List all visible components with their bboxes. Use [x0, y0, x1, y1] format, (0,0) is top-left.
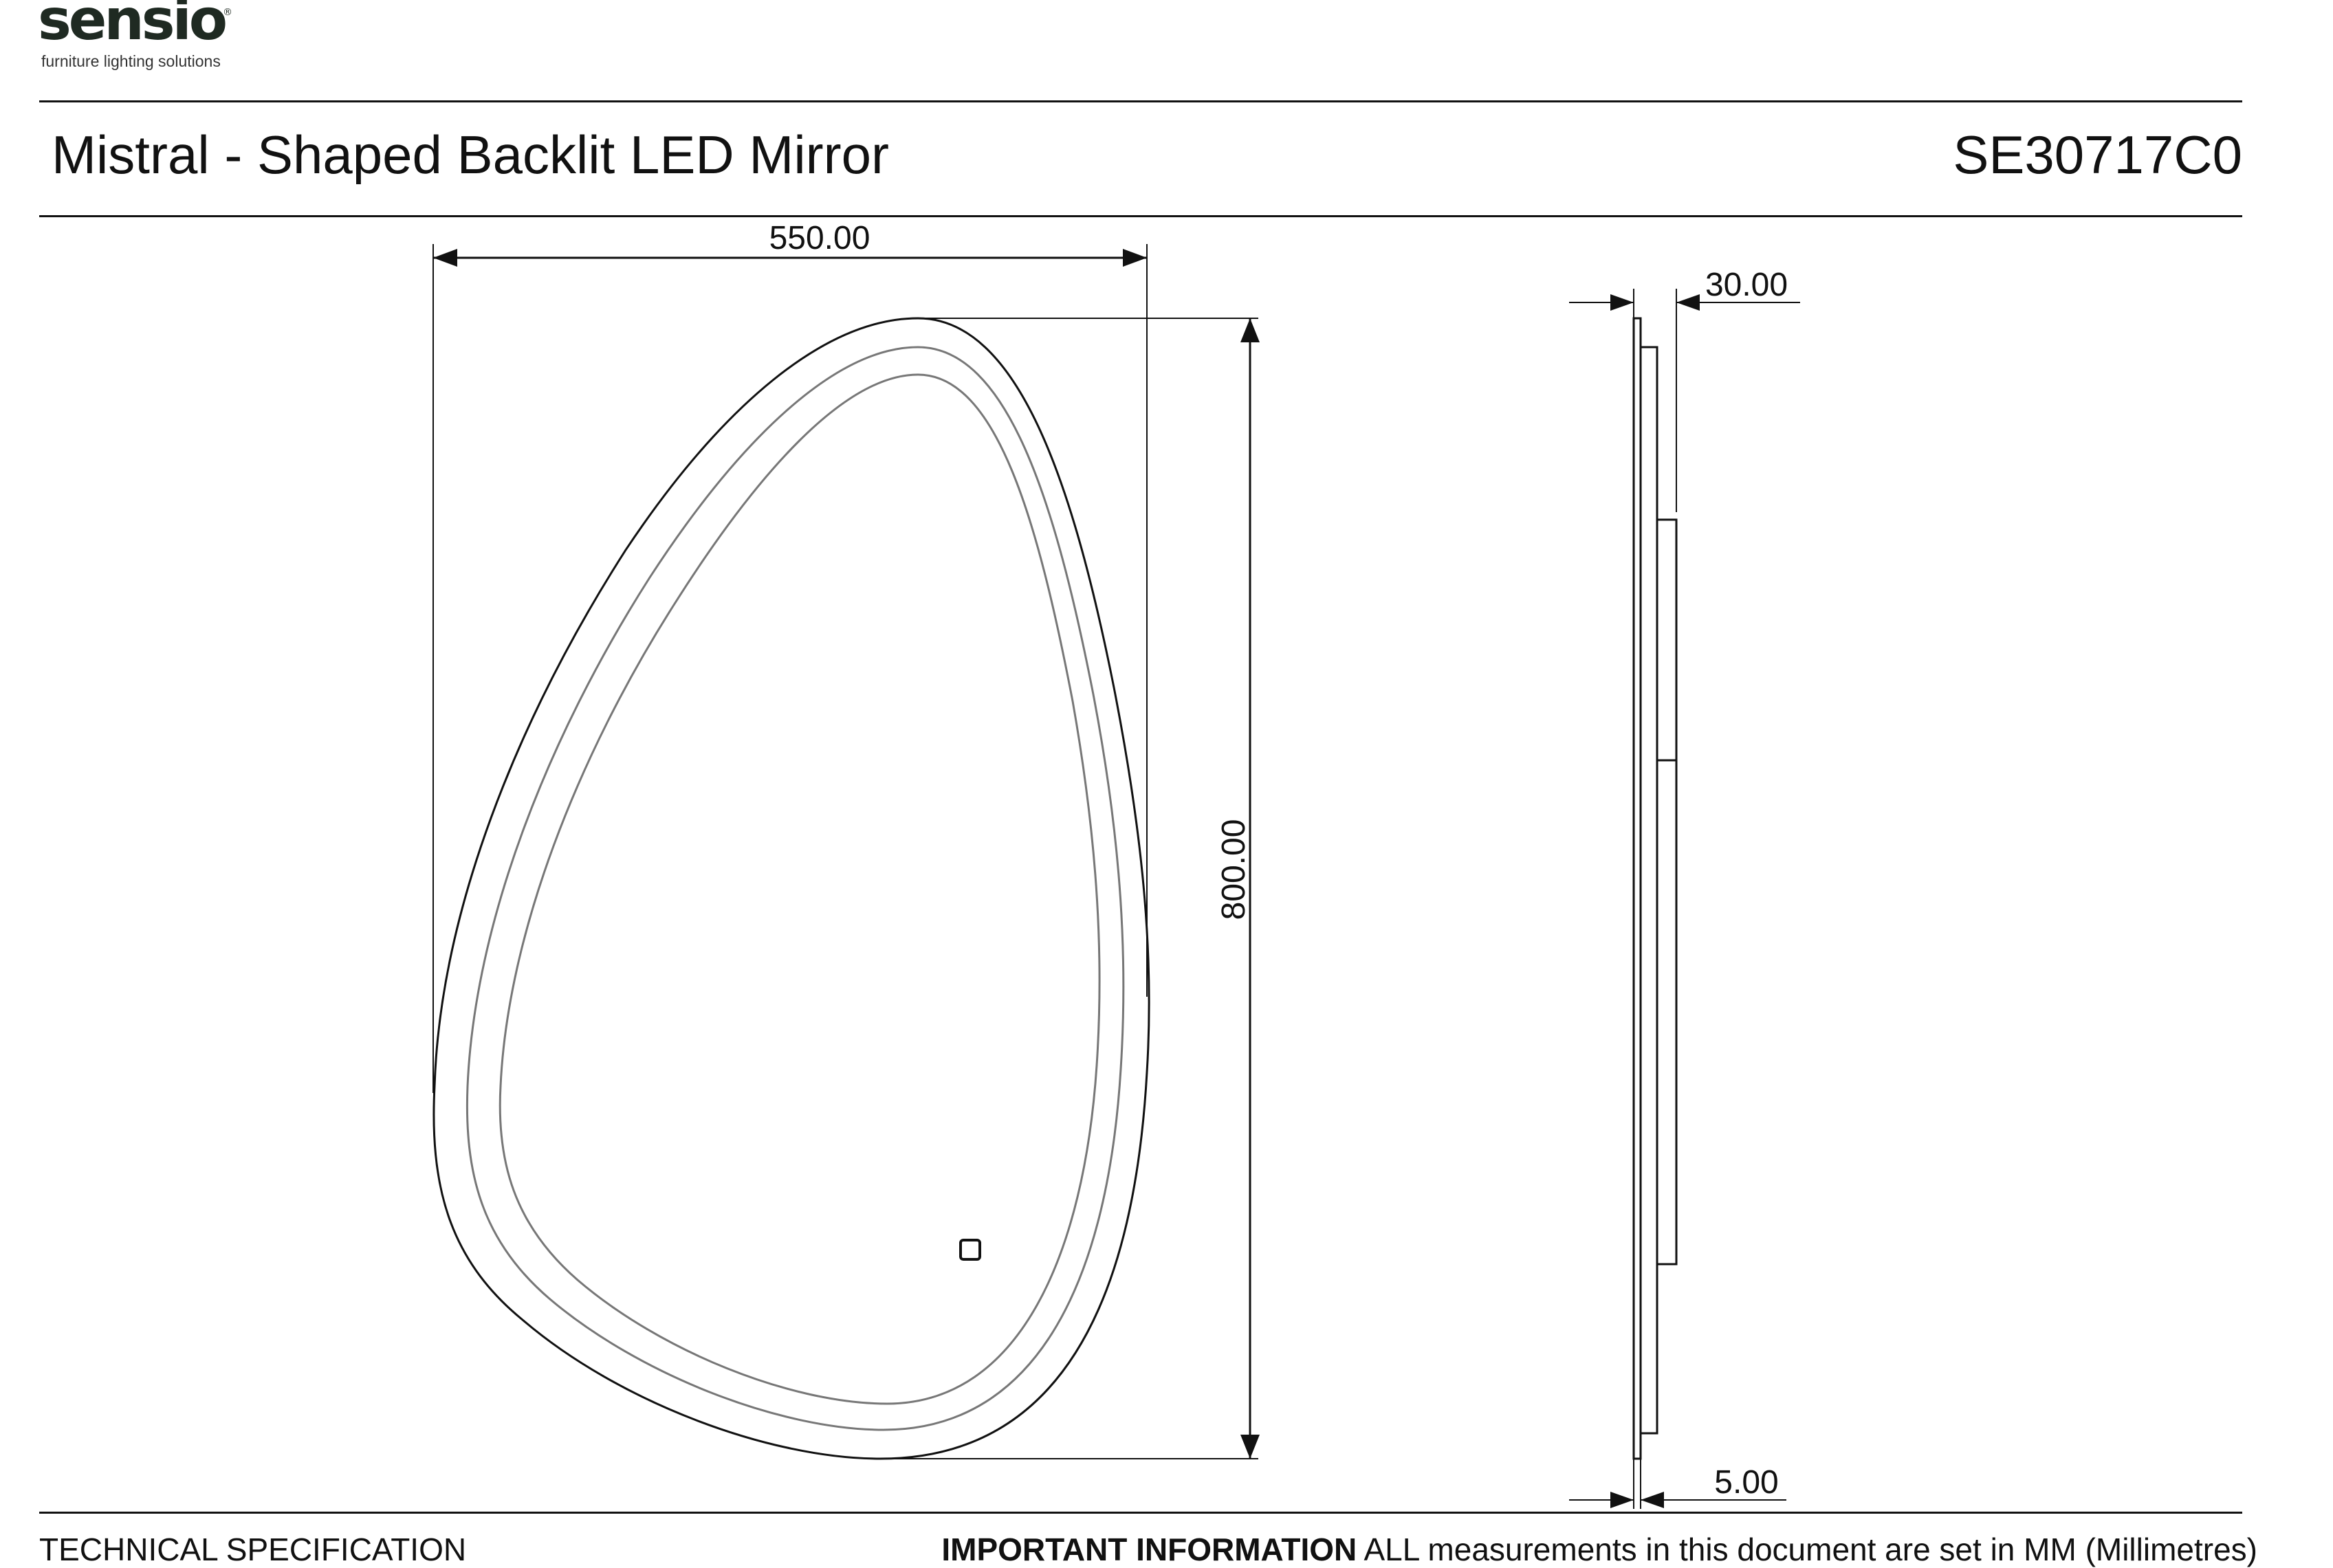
width-arrow-left [433, 249, 457, 267]
registered-mark: ® [223, 7, 232, 18]
footer-technical-specification: TECHNICAL SPECIFICATION [39, 1532, 467, 1567]
footer-rule [39, 1512, 2242, 1514]
led-strip-outer [465, 346, 1125, 1431]
height-arrow-top [1240, 318, 1260, 342]
depth-arrow-right [1676, 294, 1700, 311]
led-strip-inner [499, 373, 1101, 1405]
front-view: 550.00 800.00 [432, 220, 1260, 1460]
side-backing [1639, 346, 1658, 1435]
side-bracket-upper [1656, 518, 1678, 762]
height-arrow-bottom [1240, 1435, 1260, 1459]
header-top-rule [39, 100, 2242, 102]
depth-label: 30.00 [1705, 267, 1788, 303]
width-arrow-right [1123, 249, 1147, 267]
width-label: 550.00 [769, 220, 870, 256]
touch-sensor-icon [959, 1239, 981, 1261]
mirror-outline [432, 317, 1150, 1460]
side-bracket-lower [1656, 759, 1678, 1266]
depth-arrow-left [1610, 294, 1634, 311]
header-bottom-rule [39, 215, 2242, 217]
height-label: 800.00 [1216, 819, 1252, 920]
glass-arrow-right [1641, 1492, 1664, 1508]
side-view: 30.00 5.00 [1569, 267, 1800, 1509]
important-label: IMPORTANT INFORMATION [941, 1532, 1357, 1567]
glass-arrow-left [1610, 1492, 1634, 1508]
glass-label: 5.00 [1714, 1464, 1778, 1501]
footer-important-information: IMPORTANT INFORMATION ALL measurements i… [941, 1531, 2257, 1568]
measurement-note: ALL measurements in this document are se… [1357, 1532, 2257, 1567]
page-title: Mistral - Shaped Backlit LED Mirror [52, 124, 889, 185]
brand-logo: sensio [38, 0, 228, 53]
product-code: SE30717C0 [1953, 124, 2242, 185]
brand-tagline: furniture lighting solutions [41, 52, 221, 70]
